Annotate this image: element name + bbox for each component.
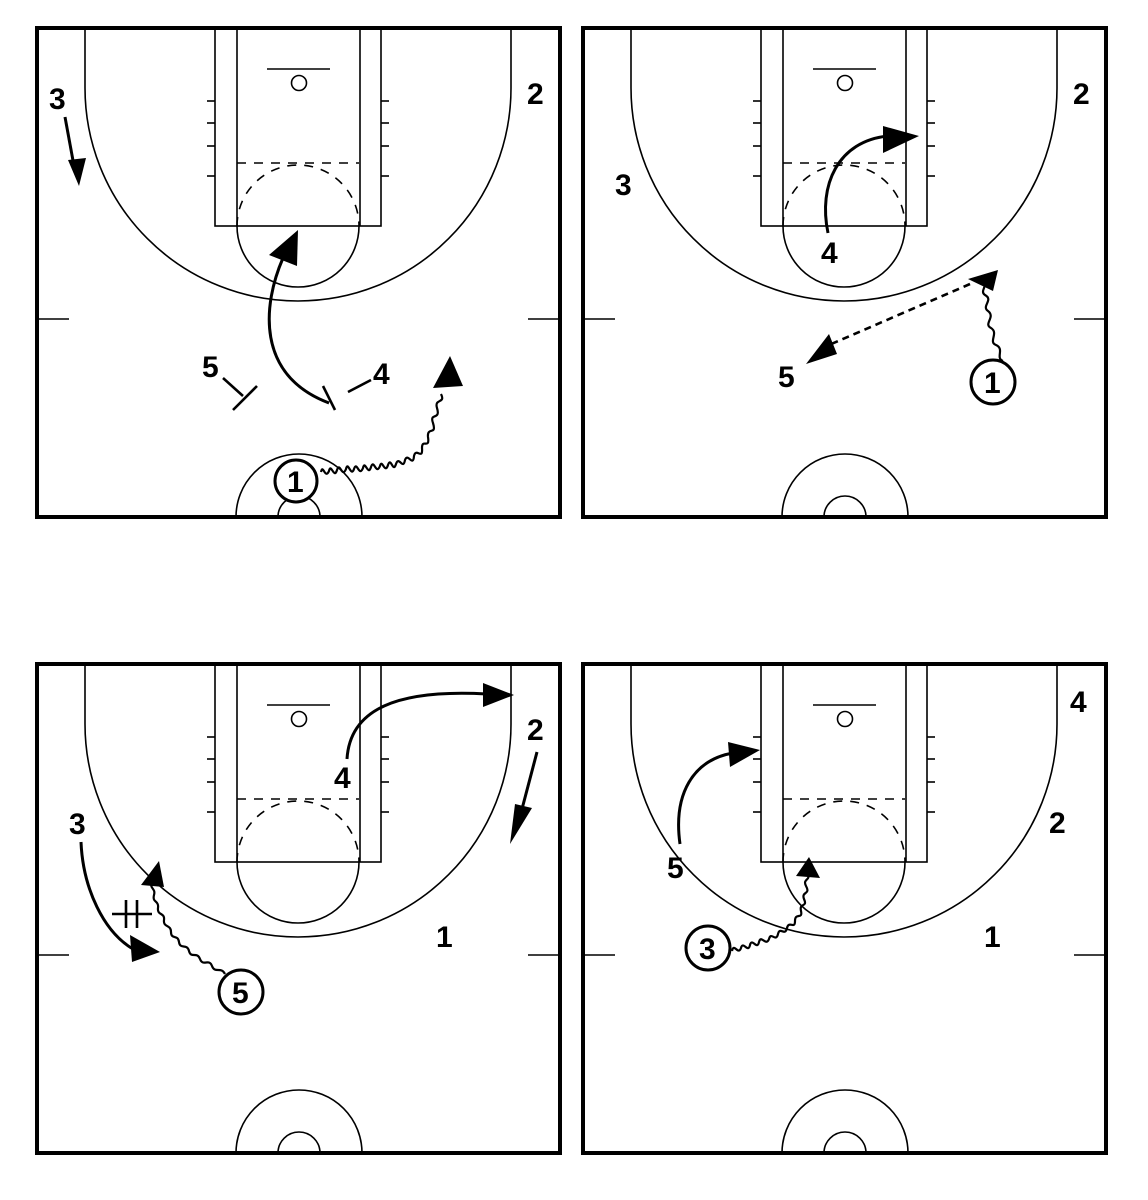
player-2: 2 (527, 78, 544, 111)
cut-4-to-corner (345, 683, 514, 760)
player-5: 5 (232, 977, 249, 1010)
screen-4 (321, 378, 372, 411)
panel-top-left: 3 2 5 4 1 (35, 26, 562, 519)
cut-4 (824, 126, 919, 234)
ball-circle (969, 358, 1017, 406)
dribble-1 (319, 356, 463, 475)
cut-3 (79, 841, 160, 962)
ball-circle (273, 458, 319, 504)
ball-circle (217, 968, 265, 1016)
dribble-1 (968, 270, 1004, 363)
ball-handler-1: 1 (969, 358, 1017, 406)
player-5: 5 (202, 351, 219, 384)
screen-5 (222, 377, 258, 411)
dribble-5 (141, 861, 226, 975)
court (35, 662, 562, 1155)
player-3: 3 (69, 808, 86, 841)
player-1: 1 (436, 921, 453, 954)
drive-3 (730, 857, 820, 952)
cut-2 (510, 751, 539, 844)
player-3: 3 (615, 169, 632, 202)
player-1: 1 (287, 466, 304, 499)
player-5: 5 (778, 361, 795, 394)
player-2: 2 (1073, 78, 1090, 111)
player-4: 4 (821, 237, 838, 270)
player-1: 1 (984, 367, 1001, 400)
pass-1-to-5 (806, 282, 971, 364)
panel-bottom-right: 4 2 5 1 3 (581, 662, 1108, 1155)
court (581, 26, 1108, 519)
court (581, 662, 1108, 1155)
player-2: 2 (1049, 807, 1066, 840)
player-4: 4 (334, 762, 351, 795)
player-1: 1 (984, 921, 1001, 954)
screen-mark-3 (112, 900, 152, 928)
cut-4-to-basket (267, 230, 330, 405)
cut-5 (677, 742, 760, 845)
ball-circle (684, 924, 732, 972)
player-4: 4 (373, 358, 390, 391)
court (35, 26, 562, 519)
player-5: 5 (667, 852, 684, 885)
cut-3 (63, 116, 86, 186)
player-3: 3 (699, 933, 716, 966)
player-4: 4 (1070, 686, 1087, 719)
ball-handler-3: 3 (684, 924, 732, 972)
panel-top-right: 2 3 4 5 1 (581, 26, 1108, 519)
player-3: 3 (49, 83, 66, 116)
player-2: 2 (527, 714, 544, 747)
ball-handler-1: 1 (273, 458, 319, 504)
ball-handler-5: 5 (217, 968, 265, 1016)
panel-bottom-left: 2 4 3 1 5 (35, 662, 562, 1155)
